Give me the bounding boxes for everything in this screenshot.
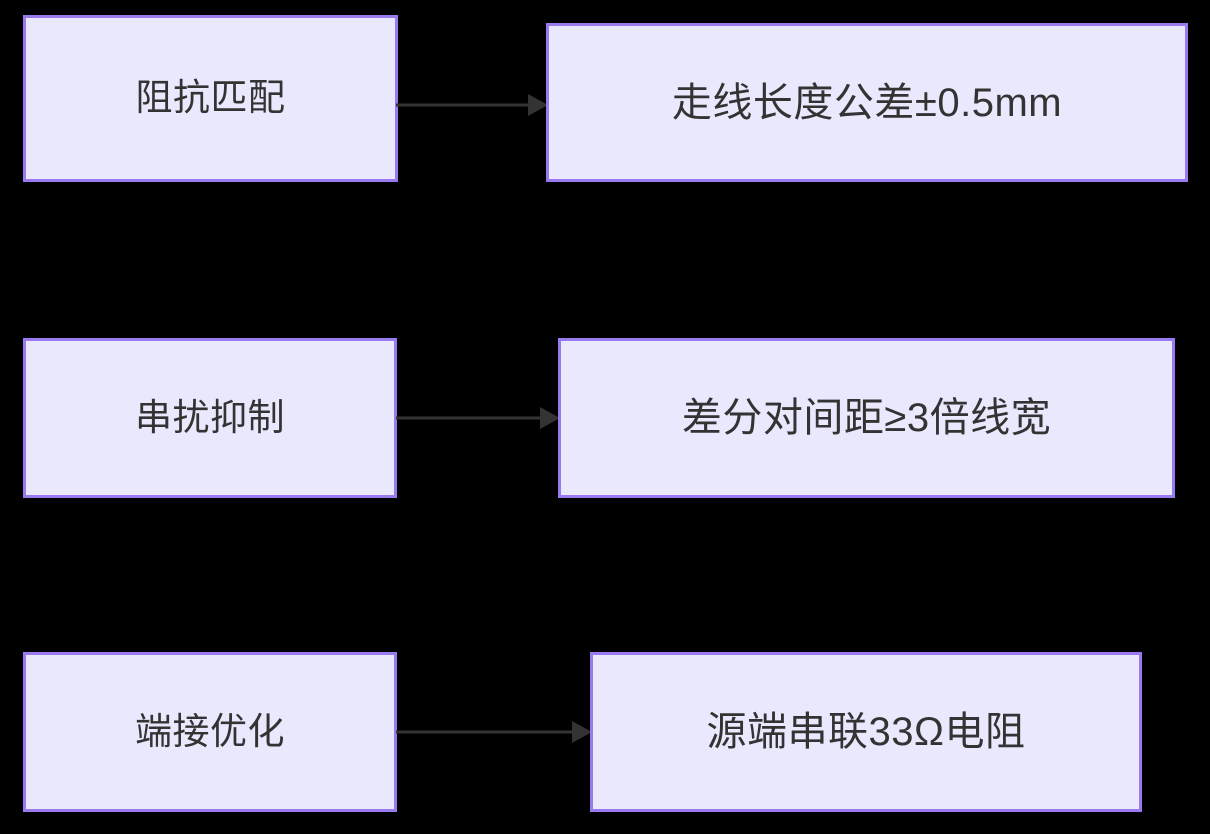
arrow-row-3	[396, 721, 592, 743]
node-label: 串扰抑制	[135, 396, 285, 438]
node-crosstalk-suppression[interactable]: 串扰抑制	[23, 338, 397, 498]
node-label: 走线长度公差±0.5mm	[671, 80, 1063, 125]
edge-row-1	[396, 85, 550, 125]
arrow-row-2	[396, 407, 560, 429]
node-series-source-resistor[interactable]: 源端串联33Ω电阻	[590, 652, 1142, 812]
node-impedance-matching[interactable]: 阻抗匹配	[23, 15, 398, 182]
node-differential-pair-spacing[interactable]: 差分对间距≥3倍线宽	[558, 338, 1175, 498]
arrow-head-icon	[572, 721, 592, 743]
node-label: 阻抗匹配	[135, 77, 286, 119]
node-trace-length-tolerance[interactable]: 走线长度公差±0.5mm	[546, 23, 1188, 182]
node-label: 差分对间距≥3倍线宽	[681, 396, 1052, 440]
node-termination-optimization[interactable]: 端接优化	[23, 652, 397, 812]
node-label: 端接优化	[135, 710, 285, 752]
node-label: 源端串联33Ω电阻	[706, 710, 1026, 754]
edge-row-2	[396, 398, 562, 438]
edge-row-3	[396, 712, 594, 752]
arrow-head-icon	[540, 407, 560, 429]
arrow-head-icon	[528, 94, 548, 116]
arrow-row-1	[396, 94, 548, 116]
